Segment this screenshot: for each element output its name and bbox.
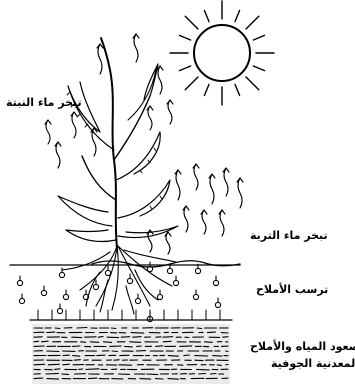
vapor-arrow-icon <box>157 66 163 94</box>
sun-ray <box>180 66 191 71</box>
salt-particle-icon <box>173 276 178 286</box>
salt-particle-icon <box>147 262 152 272</box>
sun-icon <box>170 1 274 105</box>
sun-ray <box>246 77 259 90</box>
label-groundwater-rise-line2: المعدنية الجوفية <box>271 357 355 370</box>
sun-ray <box>235 84 240 95</box>
salt-particle-icon <box>57 304 62 314</box>
salt-particle-icon <box>213 276 218 286</box>
label-soil-evaporation: تبخر ماء التربة <box>250 229 328 242</box>
sun-ray <box>204 11 209 22</box>
vapor-arrow-icon <box>147 230 153 252</box>
vapor-arrow-icon <box>165 232 171 254</box>
vapor-arrow-icon <box>167 100 173 124</box>
sun-ray <box>185 77 198 90</box>
sun-ray <box>235 11 240 22</box>
vapor-arrow-icon <box>133 34 139 62</box>
salt-particle-icon <box>215 298 220 308</box>
salt-particle-icon <box>83 290 88 300</box>
vapor-arrow-icon <box>237 178 243 208</box>
vapor-arrow-icon <box>193 164 199 190</box>
sun-ray <box>246 16 259 29</box>
sun-ray <box>253 66 264 71</box>
vapor-arrow-icon <box>201 210 207 234</box>
label-salt-deposition: ترسب الأملاح <box>256 283 328 296</box>
vapor-arrow-icon <box>147 106 153 130</box>
vapor-arrow-icon <box>45 120 51 144</box>
vapor-arrow-icon <box>175 170 181 200</box>
vapor-arrow-icon <box>219 210 225 236</box>
salt-particle-icon <box>41 286 46 296</box>
salt-particle-icon <box>105 266 110 276</box>
label-groundwater-rise-line1: صعود المياه والأملاح <box>250 340 355 353</box>
salt-particle-icon <box>17 276 22 286</box>
groundwater-layer <box>30 310 232 384</box>
salt-particle-icon <box>135 294 140 304</box>
salt-particle-icon <box>193 290 198 300</box>
vapor-arrow-icon <box>183 206 189 232</box>
vapor-arrow-icon <box>71 112 77 138</box>
salt-particle-icon <box>19 294 24 304</box>
label-plant-evaporation: تبخر ماء النبتة <box>6 96 82 109</box>
vapor-arrow-icon <box>209 174 215 204</box>
salt-particle-icon <box>63 290 68 300</box>
sun-ray <box>185 16 198 29</box>
soil-surface <box>10 261 240 267</box>
plant-icon <box>58 38 178 248</box>
sun-ray <box>204 84 209 95</box>
vapor-arrow-icon <box>97 44 103 74</box>
sun-ray <box>180 35 191 40</box>
vapor-arrow-icon <box>223 168 229 196</box>
sun-ray <box>253 35 264 40</box>
salt-particle-icon <box>157 290 162 300</box>
salt-particle-icon <box>127 274 132 284</box>
salt-particles <box>17 262 220 322</box>
plant-roots <box>62 246 176 314</box>
vapor-arrow-icon <box>55 142 61 168</box>
vapor-arrows <box>45 34 243 254</box>
